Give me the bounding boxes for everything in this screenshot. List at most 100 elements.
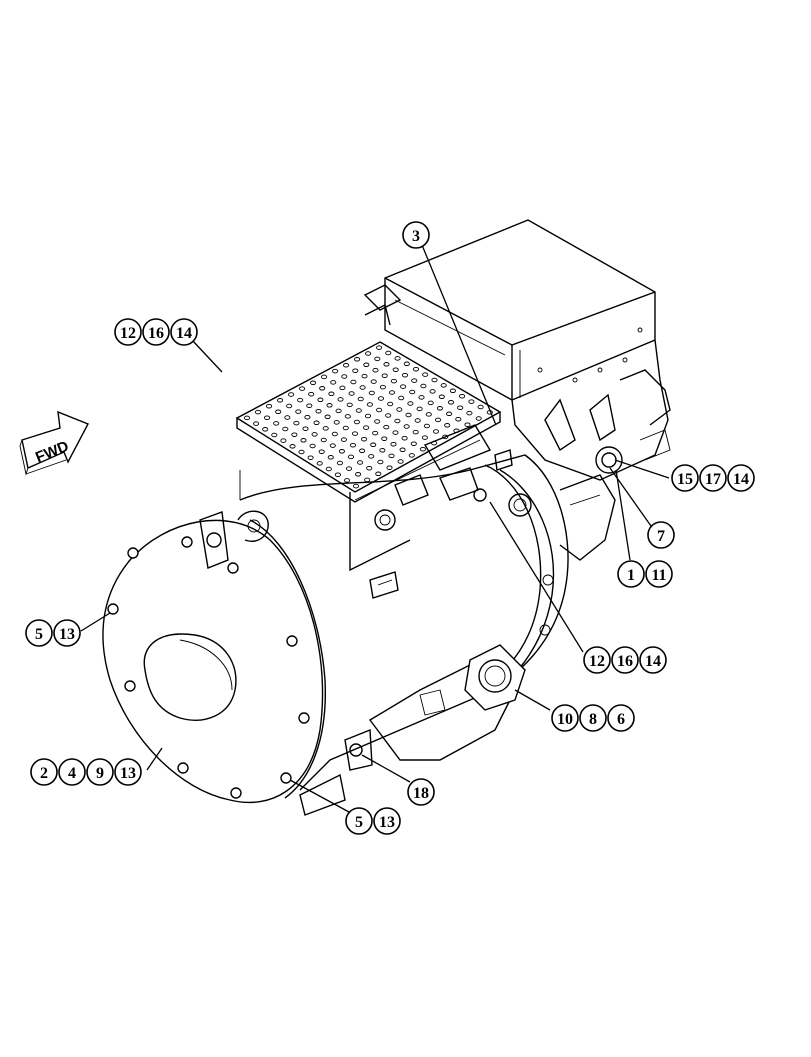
plate-hole xyxy=(331,431,338,437)
plate-hole xyxy=(289,444,296,449)
callout-circle xyxy=(407,778,435,806)
bolt xyxy=(286,635,298,647)
plate-hole xyxy=(390,378,397,384)
callout-circle xyxy=(699,464,727,492)
plate-hole xyxy=(282,426,289,432)
callout-7: 7 xyxy=(647,521,675,549)
plate-hole xyxy=(416,406,423,412)
callout-number: 9 xyxy=(96,765,104,782)
plate-hole xyxy=(436,406,443,411)
plate-hole xyxy=(334,472,341,477)
plate-hole xyxy=(379,384,386,390)
plate-hole xyxy=(280,438,287,443)
callout-number: 13 xyxy=(120,765,136,782)
plate-hole xyxy=(370,442,377,448)
plate-hole xyxy=(346,402,353,408)
plate-hole xyxy=(392,367,399,372)
plate-hole xyxy=(336,460,343,466)
plate-hole xyxy=(341,374,348,379)
plate-hole xyxy=(388,453,395,459)
plate-hole xyxy=(379,448,386,453)
plate-hole xyxy=(387,401,394,407)
plate-hole xyxy=(273,421,280,426)
plate-hole xyxy=(354,357,361,362)
plate-hole xyxy=(383,424,390,430)
plate-hole xyxy=(376,345,383,350)
plate-hole xyxy=(361,373,368,379)
callout-circle xyxy=(114,758,142,786)
bolt xyxy=(107,603,119,615)
plate-hole xyxy=(262,427,269,432)
plate-hole xyxy=(355,408,362,413)
plate-hole xyxy=(293,420,300,426)
plate-hole xyxy=(429,389,436,394)
callout-number: 14 xyxy=(176,325,192,342)
plate-hole xyxy=(368,390,375,396)
plate-hole xyxy=(390,441,397,447)
callout-circle xyxy=(551,704,579,732)
plate-hole xyxy=(355,472,362,477)
plate-hole xyxy=(319,386,326,391)
callout-number: 16 xyxy=(617,653,633,670)
plate-hole xyxy=(407,401,414,406)
plate-hole xyxy=(398,395,405,401)
plate-hole xyxy=(394,418,401,424)
plate-hole xyxy=(477,404,484,410)
plate-hole xyxy=(396,407,403,412)
plate-hole xyxy=(381,373,388,378)
plate-hole xyxy=(370,379,377,384)
plate-hole xyxy=(351,431,359,436)
callout-number: 2 xyxy=(40,765,48,782)
bolt xyxy=(181,536,193,548)
plate-hole xyxy=(308,391,315,397)
plate-hole xyxy=(386,465,393,470)
plate-hole xyxy=(361,436,368,442)
plate-hole xyxy=(377,459,384,465)
callout-number: 5 xyxy=(35,626,43,643)
callout-number: 14 xyxy=(733,471,749,488)
callout-number: 6 xyxy=(617,711,625,728)
plate-hole xyxy=(332,368,339,374)
callout-circle xyxy=(579,704,607,732)
plate-hole xyxy=(374,419,381,424)
plate-hole xyxy=(388,390,396,395)
plate-hole xyxy=(254,409,262,415)
callout-number: 15 xyxy=(677,471,693,488)
plate-hole xyxy=(277,398,284,403)
bolt xyxy=(124,680,136,692)
plate-hole xyxy=(431,377,438,383)
plate-hole xyxy=(377,396,385,401)
callout-number: 1 xyxy=(627,567,635,584)
callout-circle xyxy=(53,619,81,647)
plate-hole xyxy=(297,397,304,403)
callout-18: 18 xyxy=(407,778,435,806)
plate-hole xyxy=(381,436,388,441)
plate-hole xyxy=(302,426,309,431)
plate-hole xyxy=(288,392,295,397)
plate-hole xyxy=(328,391,335,397)
bolt xyxy=(230,787,242,799)
callout-circle xyxy=(647,521,675,549)
callout-circle xyxy=(727,464,755,492)
bolt xyxy=(127,547,139,559)
plate-hole xyxy=(350,379,357,385)
plate-hole xyxy=(423,423,430,429)
plate-hole xyxy=(310,380,317,386)
plate-hole xyxy=(410,441,417,446)
plate-hole xyxy=(432,429,440,434)
callout-number: 13 xyxy=(379,814,395,831)
callout-circle xyxy=(617,560,645,588)
plate-hole xyxy=(299,386,306,391)
plate-hole xyxy=(455,416,462,422)
plate-hole xyxy=(427,400,434,406)
callout-circle xyxy=(170,318,198,346)
callout-circle xyxy=(86,758,114,786)
